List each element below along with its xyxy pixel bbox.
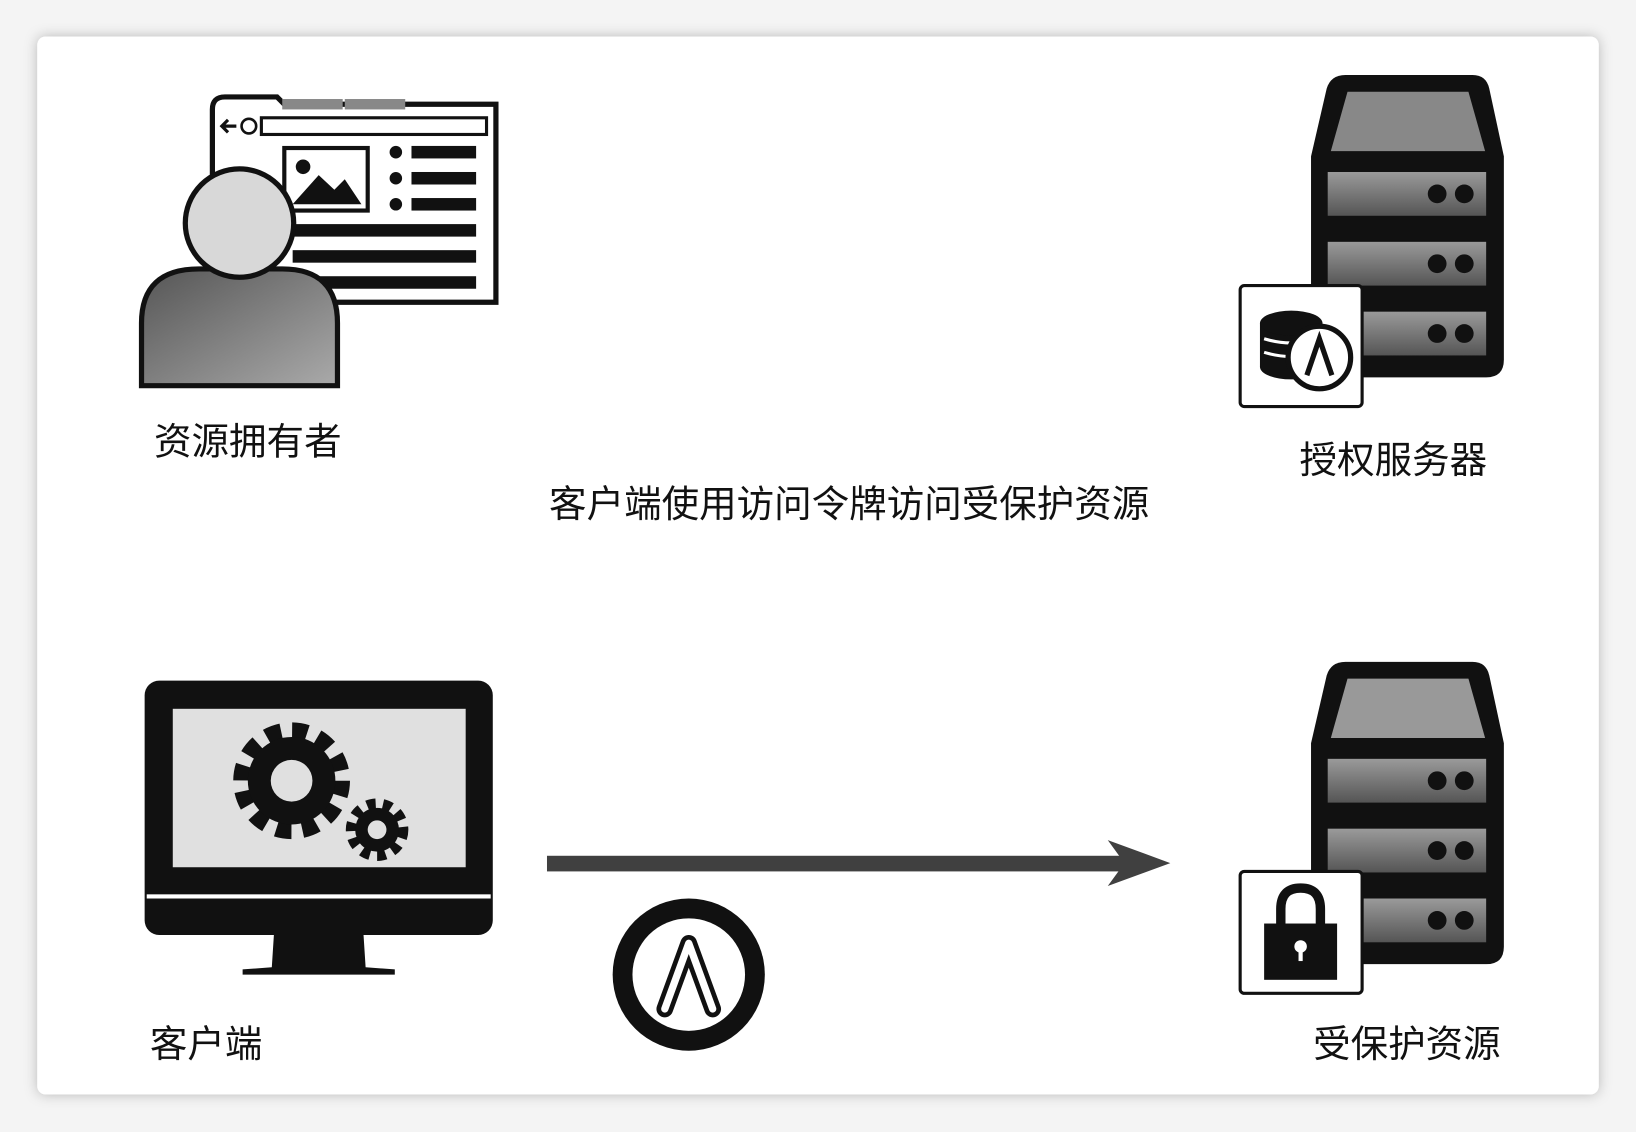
protected-resource-label: 受保护资源 <box>1313 1022 1501 1066</box>
small-gear-icon <box>345 798 409 861</box>
request-arrow <box>546 840 1171 887</box>
gear-icon <box>233 722 350 840</box>
person-icon <box>138 166 341 389</box>
resource-owner-label: 资源拥有者 <box>154 419 342 463</box>
step-description: 客户端使用访问令牌访问受保护资源 <box>549 482 1149 526</box>
access-token-icon <box>612 898 765 1051</box>
token-database-badge-icon <box>1238 284 1364 409</box>
client-label: 客户端 <box>150 1022 263 1066</box>
browser-window-icon <box>209 94 499 305</box>
auth-server-label: 授权服务器 <box>1300 438 1488 482</box>
client-computer-icon <box>144 680 493 975</box>
lock-badge-icon <box>1238 869 1364 995</box>
